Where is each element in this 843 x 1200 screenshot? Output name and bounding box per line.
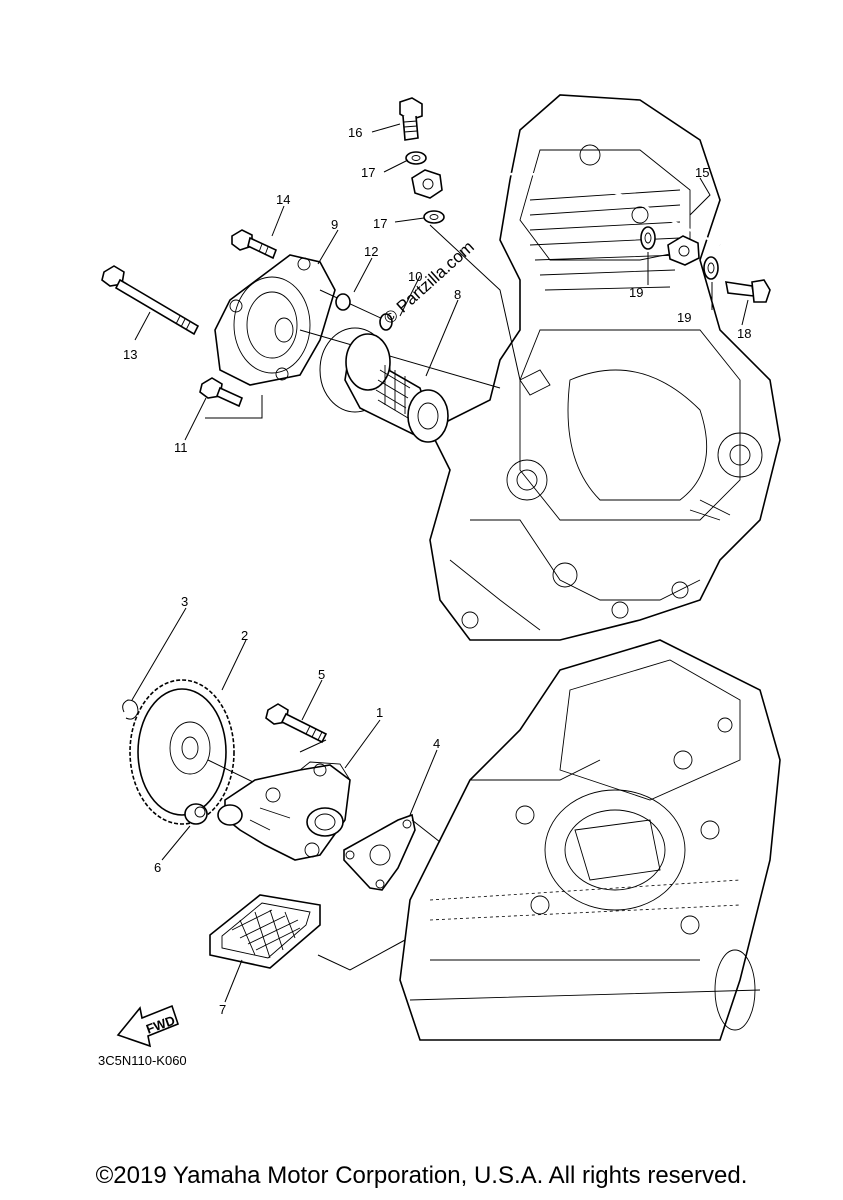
bolt-13-drawing [101,265,200,336]
callout-2: 2 [241,628,248,643]
callout-13: 13 [123,347,137,362]
callout-11: 11 [174,440,188,455]
bolt-5-drawing [265,703,328,753]
bushing-6-drawing [184,803,208,825]
callout-labels: 1 2 3 4 5 6 7 8 9 10 11 12 13 14 15 16 1… [123,125,751,1017]
lower-crankcase-drawing [399,639,781,1041]
callout-17-upper: 17 [361,165,375,180]
callout-3: 3 [181,594,188,609]
callout-7: 7 [219,1002,226,1017]
bolt-14-drawing [231,229,278,260]
callout-5: 5 [318,667,325,682]
callout-17-lower: 17 [373,216,387,231]
leader-lines [131,123,749,1003]
copyright-notice: ©2019 Yamaha Motor Corporation, U.S.A. A… [95,1162,748,1189]
callout-18: 18 [737,326,751,341]
bolt-11-drawing [199,377,244,408]
callout-19-left: 19 [629,285,643,300]
callout-16: 16 [348,125,362,140]
oil-pump-assembly-drawing [217,761,351,861]
callout-19-right: 19 [677,310,691,325]
diagram-code: 3C5N110-K060 [98,1053,187,1068]
gasket-drawing [343,813,441,891]
callout-15: 15 [695,165,709,180]
oil-pump-gear-drawing [129,679,301,825]
callout-8: 8 [454,287,461,302]
oil-strainer-drawing [209,894,406,971]
callout-4: 4 [433,736,440,751]
oil-filter-element-drawing [344,333,449,443]
callout-14: 14 [276,192,290,207]
circlip-drawing [122,699,139,720]
oil-delivery-pipe-drawing [411,169,721,266]
pipe-bolt-and-washers-drawing [640,226,771,303]
forward-direction-arrow: FWD [116,1004,179,1048]
oil-filter-cover-drawing [205,254,501,419]
callout-6: 6 [154,860,161,875]
callout-9: 9 [331,217,338,232]
callout-12: 12 [364,244,378,259]
partzilla-watermark: © Partzilla.com [380,237,478,328]
callout-10: 10 [408,269,422,284]
union-bolt-and-washers-drawing [399,97,521,381]
callout-1: 1 [376,705,383,720]
